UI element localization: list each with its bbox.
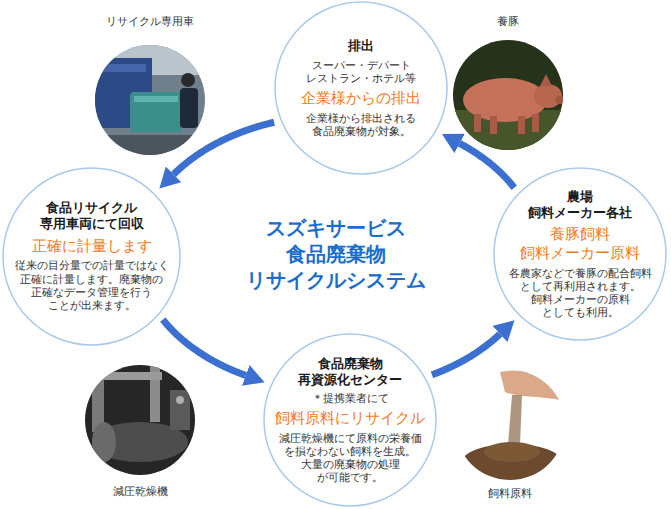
hand <box>500 371 560 400</box>
head-text: 排出 <box>348 38 374 54</box>
circle-shape <box>275 2 447 174</box>
pig-leg <box>490 116 497 134</box>
diagram-title: スズキサービス 食品廃棄物 リサイクルシステム <box>236 215 436 293</box>
dryer-photo <box>80 360 200 480</box>
feed-mound-top <box>484 442 540 462</box>
circle-shape <box>494 168 666 340</box>
flow-circle: 農場 飼料メーカー各社養豚飼料 飼料メーカー原料各農家などで養豚の配合飼料 とし… <box>493 167 667 341</box>
circle-outline <box>2 167 181 346</box>
em-text: 企業様からの排出 <box>301 89 421 108</box>
flow-circle: 食品廃棄物 再資源化センター ＊提携業者にて飼料原料にリサイクル減圧乾燥機にて原料… <box>263 333 437 507</box>
body-text: 減圧乾燥機にて原料の栄養価 を損なわない飼料を生成。 大量の廃棄物の処理 が可能… <box>275 432 425 485</box>
photo-ground <box>80 360 200 480</box>
pig-leg <box>474 114 481 132</box>
truck-photo <box>90 40 210 160</box>
photo-ground <box>450 365 570 485</box>
worker-body <box>180 88 198 128</box>
pig-leg <box>518 116 525 134</box>
flow-arrow <box>163 320 246 376</box>
circle-outline <box>274 1 448 175</box>
worker-head <box>181 73 195 87</box>
tank <box>170 390 190 430</box>
flow-arrow <box>432 334 500 375</box>
head-text: 食品リサイクル 専用車両にて回収 <box>17 200 167 233</box>
sub-text: ＊提携業者にて <box>312 392 389 405</box>
body-text: 各農家などで養豚の配合飼料 として再利用されます。 飼料メーカーの原料 としても… <box>505 267 655 320</box>
photo-caption: リサイクル専用車 <box>106 15 194 28</box>
pig-photo <box>448 35 568 155</box>
pig-ear <box>540 74 552 86</box>
head-text: 農場 飼料メーカー各社 <box>515 189 645 222</box>
feed-photo <box>450 365 570 485</box>
bin-lid <box>134 96 178 102</box>
pig-snout <box>555 96 565 104</box>
pipe <box>92 372 162 380</box>
flow-circle: 排出スーパー・デパート レストラン・ホテル等企業様からの排出企業様から排出される… <box>274 1 448 175</box>
em-text: 飼料原料にリサイクル <box>275 409 425 428</box>
falling-powder <box>508 395 522 445</box>
gauge <box>176 396 184 404</box>
pig-leg <box>532 114 539 132</box>
photo-ground <box>90 40 210 160</box>
drum-end <box>92 422 116 462</box>
truck-stripe <box>98 64 146 72</box>
head-text: 食品廃棄物 再資源化センター <box>275 356 425 389</box>
sub-text: スーパー・デパート レストラン・ホテル等 <box>286 59 436 85</box>
photo-caption: 減圧乾燥機 <box>113 485 168 498</box>
em-text: 正確に計量します <box>32 237 152 256</box>
circle-shape <box>3 168 180 345</box>
photo-caption: 養豚 <box>497 15 519 28</box>
circle-shape <box>264 334 436 506</box>
body-text: 従来の目分量での計量ではなく 正確に計量します。廃棄物の 正確なデータ管理を行う… <box>14 259 169 312</box>
photo-caption: 飼料原料 <box>488 487 532 500</box>
body-text: 企業様から排出される 食品廃棄物が対象。 <box>286 112 436 138</box>
pig-head <box>534 84 562 108</box>
flow-arrow <box>174 122 275 174</box>
recycle-bin <box>130 92 182 132</box>
flow-arrow <box>460 143 515 187</box>
flow-circle: 食品リサイクル 専用車両にて回収正確に計量します従来の目分量での計量ではなく 正… <box>2 167 181 346</box>
photo-ground <box>448 35 568 155</box>
em-text: 養豚飼料 飼料メーカー原料 <box>505 225 655 263</box>
